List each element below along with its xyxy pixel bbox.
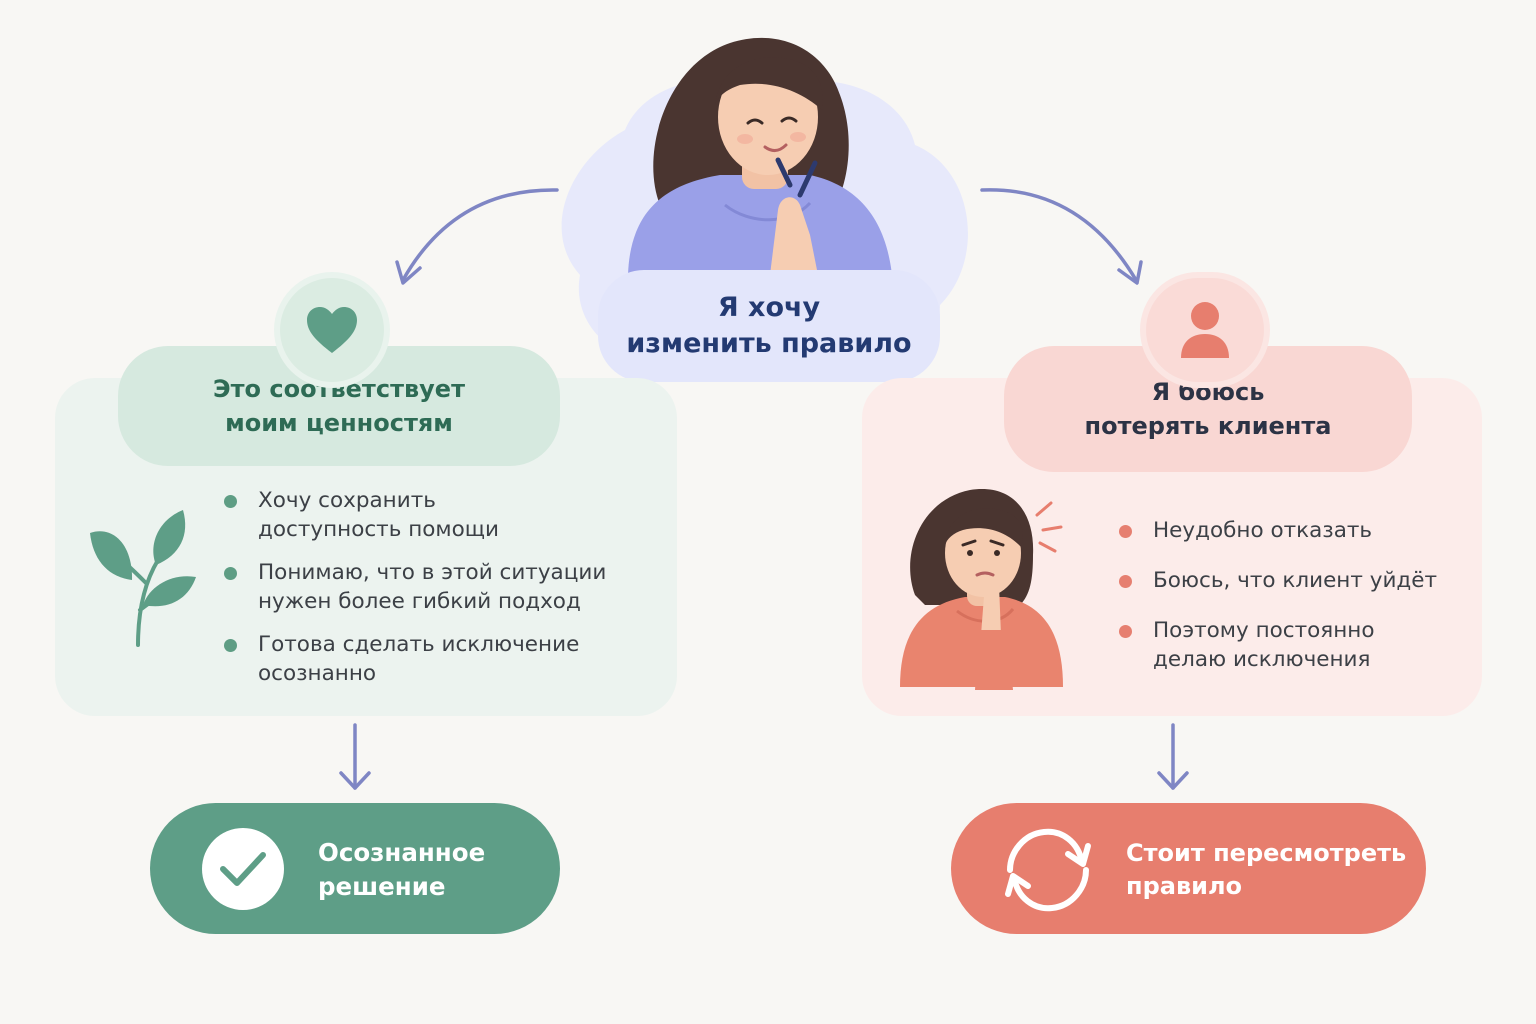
list-item: Хочу сохранить доступность помощи bbox=[224, 486, 648, 544]
list-item: Понимаю, что в этой ситуации нужен более… bbox=[224, 558, 648, 616]
right-result-line-1: Стоит пересмотреть bbox=[1126, 839, 1407, 867]
list-item: Поэтому постоянно делаю исключения bbox=[1119, 616, 1473, 674]
top-node-line-1: Я хочу bbox=[717, 292, 821, 323]
list-item: Неудобно отказать bbox=[1119, 516, 1473, 545]
bullet-dot bbox=[1119, 525, 1132, 538]
right-result-pill bbox=[951, 803, 1426, 934]
list-item: Готова сделать исключение осознанно bbox=[224, 630, 648, 688]
right-branch-title: Я боюсь потерять клиента bbox=[1004, 346, 1412, 472]
list-item: Боюсь, что клиент уйдёт bbox=[1119, 566, 1473, 595]
person-badge bbox=[1146, 278, 1264, 382]
left-result-line-2: решение bbox=[318, 872, 446, 901]
left-branch-bullets: Хочу сохранить доступность помощи Понима… bbox=[224, 486, 648, 702]
arrow-to-right-branch bbox=[980, 188, 1138, 282]
top-node-label: Я хочу изменить правило bbox=[598, 270, 940, 382]
arrow-to-left-branch bbox=[401, 188, 559, 282]
arrow-left-down-head bbox=[339, 771, 371, 790]
left-result-line-1: Осознанное bbox=[318, 838, 486, 867]
checkmark-icon bbox=[220, 852, 266, 886]
left-branch-title: Это соответствует моим ценностям bbox=[118, 346, 560, 466]
heart-icon bbox=[307, 307, 357, 353]
refresh-icon bbox=[1005, 828, 1091, 912]
right-result-label: Стоит пересмотреть правило bbox=[1126, 837, 1416, 903]
top-node-line-2: изменить правило bbox=[626, 328, 912, 359]
bullet-dot bbox=[224, 495, 237, 508]
bullet-dot bbox=[1119, 625, 1132, 638]
person-icon bbox=[1181, 302, 1229, 358]
bullet-dot bbox=[224, 639, 237, 652]
arrow-to-left-branch-head bbox=[395, 260, 422, 285]
leaf-icon bbox=[90, 510, 196, 647]
checkmark-badge bbox=[202, 828, 284, 910]
right-branch-bullets: Неудобно отказать Боюсь, что клиент уйдё… bbox=[1119, 516, 1473, 695]
right-result-line-2: правило bbox=[1126, 872, 1243, 900]
right-title-line-2: потерять клиента bbox=[1084, 412, 1332, 440]
arrow-to-right-branch-head bbox=[1117, 260, 1143, 285]
left-title-line-2: моим ценностям bbox=[225, 409, 453, 437]
left-result-label: Осознанное решение bbox=[318, 836, 548, 904]
bullet-dot bbox=[1119, 575, 1132, 588]
heart-badge bbox=[280, 278, 384, 382]
thinking-woman-illustration bbox=[628, 37, 892, 275]
arrow-right-down-head bbox=[1157, 771, 1189, 790]
right-title-line-1: Я боюсь bbox=[1151, 378, 1265, 406]
worried-woman-illustration bbox=[900, 489, 1063, 690]
bullet-dot bbox=[224, 567, 237, 580]
